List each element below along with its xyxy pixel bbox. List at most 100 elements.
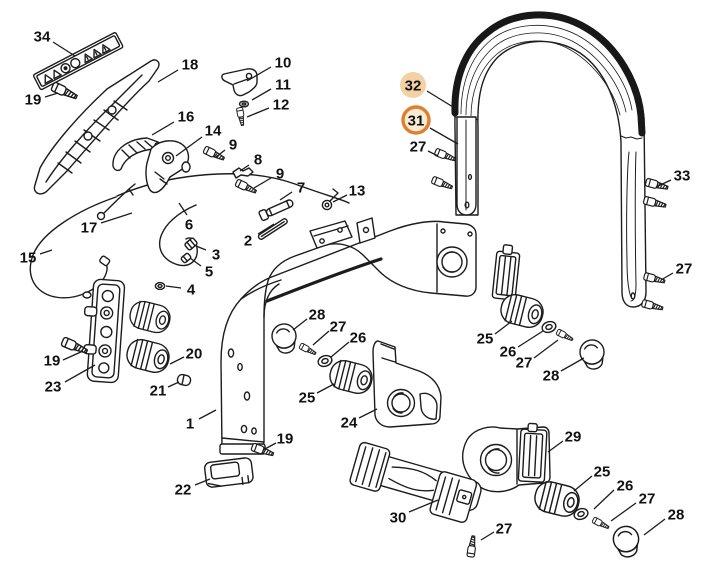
part-20-rubber-buffer <box>123 336 173 376</box>
part-26-washer <box>316 353 334 369</box>
callout-5[interactable]: 5 <box>189 257 213 280</box>
callout-label-3: 3 <box>212 246 220 263</box>
callout-label-2: 2 <box>244 232 252 249</box>
part-2-rod <box>257 218 288 240</box>
callout-22[interactable]: 22 <box>175 478 211 498</box>
callout-leader-line <box>312 330 330 346</box>
callout-label-12: 12 <box>273 96 290 113</box>
callout-leader-line <box>547 440 564 453</box>
callout-label-22: 22 <box>175 481 192 498</box>
callout-27[interactable]: 27 <box>312 318 347 346</box>
part-33-screw <box>644 177 670 193</box>
callout-leader-line <box>660 272 674 281</box>
callout-label-34: 34 <box>34 28 51 45</box>
callout-leader-line <box>332 194 348 203</box>
callout-4[interactable]: 4 <box>165 281 196 298</box>
callout-label-31: 31 <box>408 112 425 129</box>
part-18-handle-molding <box>33 59 160 195</box>
callout-leader-line <box>100 212 133 224</box>
callout-label-27: 27 <box>330 318 347 335</box>
callout-25[interactable]: 25 <box>299 383 335 406</box>
part-20-rubber-buffer <box>126 298 174 336</box>
callout-leader-line <box>358 408 378 419</box>
callout-27[interactable]: 27 <box>660 260 692 281</box>
callout-25[interactable]: 25 <box>573 463 610 492</box>
callout-leader-line <box>257 223 275 235</box>
callout-leader-line <box>62 350 84 361</box>
part-26-washer <box>540 319 558 335</box>
callout-leader-line <box>292 318 308 331</box>
callout-6[interactable]: 6 <box>178 202 193 233</box>
callout-11[interactable]: 11 <box>251 76 291 101</box>
callout-label-26: 26 <box>350 329 367 346</box>
callout-3[interactable]: 3 <box>195 245 220 263</box>
callout-26[interactable]: 26 <box>593 477 633 510</box>
callout-32-highlighted[interactable]: 32 <box>400 72 454 108</box>
callout-24[interactable]: 24 <box>341 408 378 431</box>
callout-label-23: 23 <box>45 378 62 395</box>
callout-9[interactable]: 9 <box>253 165 284 189</box>
callout-28[interactable]: 28 <box>292 306 325 331</box>
callout-29[interactable]: 29 <box>547 428 581 453</box>
callout-27[interactable]: 27 <box>516 339 559 371</box>
callout-leader-line <box>655 179 672 188</box>
part-28-knob <box>577 337 609 372</box>
part-27-screw <box>466 534 478 558</box>
callout-leader-line <box>178 202 188 216</box>
callout-leader-line <box>169 356 185 365</box>
callout-label-11: 11 <box>275 76 291 93</box>
callout-17[interactable]: 17 <box>81 212 133 236</box>
callout-25[interactable]: 25 <box>477 320 513 347</box>
callout-13[interactable]: 13 <box>332 182 365 203</box>
part-11-washer <box>238 100 250 108</box>
callout-23[interactable]: 23 <box>45 364 96 395</box>
callout-14[interactable]: 14 <box>175 122 222 157</box>
callout-leader-line <box>157 69 179 83</box>
callout-8[interactable]: 8 <box>239 151 262 172</box>
callout-leader-line <box>198 409 217 420</box>
callout-34[interactable]: 34 <box>34 28 76 57</box>
callout-19[interactable]: 19 <box>262 430 293 451</box>
callout-9[interactable]: 9 <box>215 136 237 158</box>
part-7-pin <box>258 199 294 222</box>
callout-12[interactable]: 12 <box>246 96 290 118</box>
callout-label-17: 17 <box>81 219 98 236</box>
part-21-plug <box>176 373 192 387</box>
callout-28[interactable]: 28 <box>643 506 684 536</box>
callout-26[interactable]: 26 <box>330 329 367 358</box>
callout-27[interactable]: 27 <box>410 138 439 157</box>
callout-leader-line <box>427 150 439 157</box>
part-28-knob <box>269 321 301 356</box>
callout-10[interactable]: 10 <box>246 54 292 82</box>
callout-15[interactable]: 15 <box>20 249 53 266</box>
part-27-screw <box>555 328 575 343</box>
callout-28[interactable]: 28 <box>543 357 585 384</box>
callout-16[interactable]: 16 <box>151 108 194 136</box>
callout-30[interactable]: 30 <box>390 499 439 526</box>
callout-19[interactable]: 19 <box>44 350 84 369</box>
callout-1[interactable]: 1 <box>186 409 217 432</box>
highlight-ring-circle <box>401 105 431 135</box>
callout-7[interactable]: 7 <box>279 179 305 201</box>
callout-label-10: 10 <box>275 54 292 71</box>
callout-26[interactable]: 26 <box>500 330 544 360</box>
callout-label-27: 27 <box>410 138 427 155</box>
callout-leader-line <box>39 249 53 255</box>
callout-19[interactable]: 19 <box>25 91 59 108</box>
callout-label-9: 9 <box>229 136 237 153</box>
callout-label-25: 25 <box>477 330 494 347</box>
callout-label-9: 9 <box>276 165 284 182</box>
callout-leader-line <box>195 245 207 251</box>
callout-label-8: 8 <box>254 151 262 168</box>
callout-27[interactable]: 27 <box>480 520 512 541</box>
callout-label-25: 25 <box>299 389 316 406</box>
callout-21[interactable]: 21 <box>150 381 180 399</box>
callout-27[interactable]: 27 <box>610 490 655 522</box>
callout-leader-line <box>175 136 203 157</box>
callout-31-highlighted[interactable]: 31 <box>401 105 459 145</box>
callout-20[interactable]: 20 <box>169 345 202 365</box>
callout-2[interactable]: 2 <box>244 223 275 249</box>
callout-18[interactable]: 18 <box>157 56 198 83</box>
callout-33[interactable]: 33 <box>655 167 690 188</box>
